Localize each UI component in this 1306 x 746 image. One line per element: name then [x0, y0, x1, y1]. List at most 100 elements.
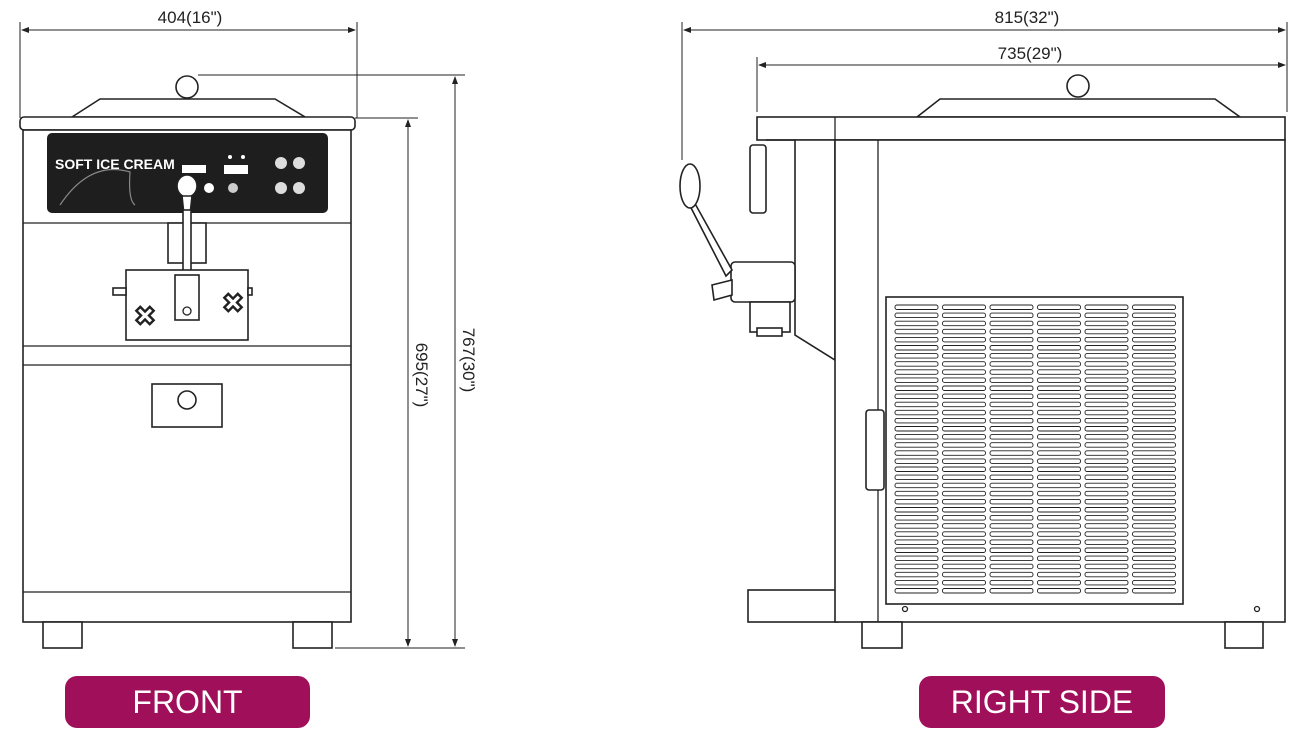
grille-slat [1084, 345, 1129, 351]
grille-slat [1084, 474, 1129, 481]
grille-slat [989, 353, 1034, 359]
grille-slat [1037, 458, 1081, 464]
grille-slat [894, 539, 939, 545]
grille-slat [989, 361, 1034, 367]
grille-slat [1084, 442, 1129, 448]
grille-slat [1037, 320, 1081, 327]
grille-slat [1132, 563, 1176, 570]
grille-slat [1037, 490, 1081, 497]
grille-slat [894, 563, 939, 570]
grille-slat [1132, 434, 1176, 440]
grille-slat [942, 369, 986, 375]
grille-slat [1132, 507, 1176, 513]
grille-slat [989, 450, 1034, 456]
grille-slat [894, 328, 939, 335]
grille-slat [942, 304, 986, 310]
grille-slat [1037, 345, 1081, 351]
grille-slat [989, 563, 1034, 570]
grille-slat [989, 336, 1034, 343]
grille-slat [1084, 304, 1129, 310]
grille-slat [1084, 563, 1129, 570]
grille-slat [894, 515, 939, 521]
grille-slat [989, 539, 1034, 545]
grille-slat [894, 401, 939, 408]
grille-slat [1084, 490, 1129, 497]
grille-slat [1084, 328, 1129, 335]
grille-slat [894, 417, 939, 424]
grille-slat [1132, 547, 1176, 553]
grille-slat [1132, 523, 1176, 529]
grille-slat [1084, 393, 1129, 400]
grille-slat [1037, 385, 1081, 391]
grille-slat [1037, 361, 1081, 367]
grille-slat [1037, 507, 1081, 513]
grille-slat [989, 417, 1034, 424]
grille-slat [894, 304, 939, 310]
grille-slat [1084, 588, 1129, 594]
grille-slat [1132, 442, 1176, 448]
grille-slat [1037, 369, 1081, 375]
grille-slat [989, 474, 1034, 481]
grille-slat [942, 547, 986, 553]
grille-slat [1132, 377, 1176, 383]
grille-slat [1132, 458, 1176, 464]
grille-slat [989, 409, 1034, 416]
grille-slat [1132, 579, 1176, 586]
grille-slat [989, 588, 1034, 594]
grille-slat [942, 458, 986, 464]
grille-slat [989, 401, 1034, 408]
grille-slat [942, 498, 986, 505]
grille-slat [1037, 474, 1081, 481]
grille-slat [1084, 547, 1129, 553]
grille-slat [942, 417, 986, 424]
grille-slat [894, 474, 939, 481]
grille-slat [942, 571, 986, 578]
grille-slat [1037, 417, 1081, 424]
grille-slat [1037, 426, 1081, 432]
grille-slat [894, 353, 939, 359]
grille-slat [1037, 531, 1081, 537]
dispense-handle [167, 174, 207, 286]
grille-slat [1037, 588, 1081, 594]
grille-slat [1037, 466, 1081, 472]
grille-slat [942, 539, 986, 545]
grille-slat [894, 361, 939, 367]
grille-slat [1037, 498, 1081, 505]
side-depth-dimensions: 815(32") 735(29") [681, 8, 1288, 160]
front-width-dimension: 404(16") [19, 8, 358, 118]
grille-slat [989, 458, 1034, 464]
grille-slat [1132, 393, 1176, 400]
grille-slat [1037, 393, 1081, 400]
grille-slat [1132, 490, 1176, 497]
grille-slat [894, 393, 939, 400]
grille-slat [1084, 417, 1129, 424]
grille-slat [894, 409, 939, 416]
grille-slat [894, 426, 939, 432]
grille-slat [1132, 474, 1176, 481]
front-height-total-label: 767(30") [459, 328, 478, 393]
grille-slat [942, 312, 986, 319]
grille-slat [1084, 385, 1129, 391]
grille-slat [894, 531, 939, 537]
grille-slat [1084, 523, 1129, 529]
grille-slat [989, 579, 1034, 586]
grille-slat [1037, 304, 1081, 310]
panel-button-icon [275, 157, 287, 169]
panel-button-icon [293, 157, 305, 169]
grille-slat [942, 320, 986, 327]
grille-slat [1132, 539, 1176, 545]
lid [69, 98, 308, 118]
grille-slat [1132, 353, 1176, 359]
grille-slat [942, 450, 986, 456]
grille-slat [942, 482, 986, 489]
grille-slat [894, 320, 939, 327]
grille-slat [1132, 588, 1176, 594]
grille-slat [894, 555, 939, 562]
grille-slat [1037, 547, 1081, 553]
grille-slat [894, 490, 939, 497]
grille-slat [942, 474, 986, 481]
grille-slat [1132, 345, 1176, 351]
grille-slat [989, 515, 1034, 521]
grille-slat [942, 442, 986, 448]
grille-slat [942, 563, 986, 570]
